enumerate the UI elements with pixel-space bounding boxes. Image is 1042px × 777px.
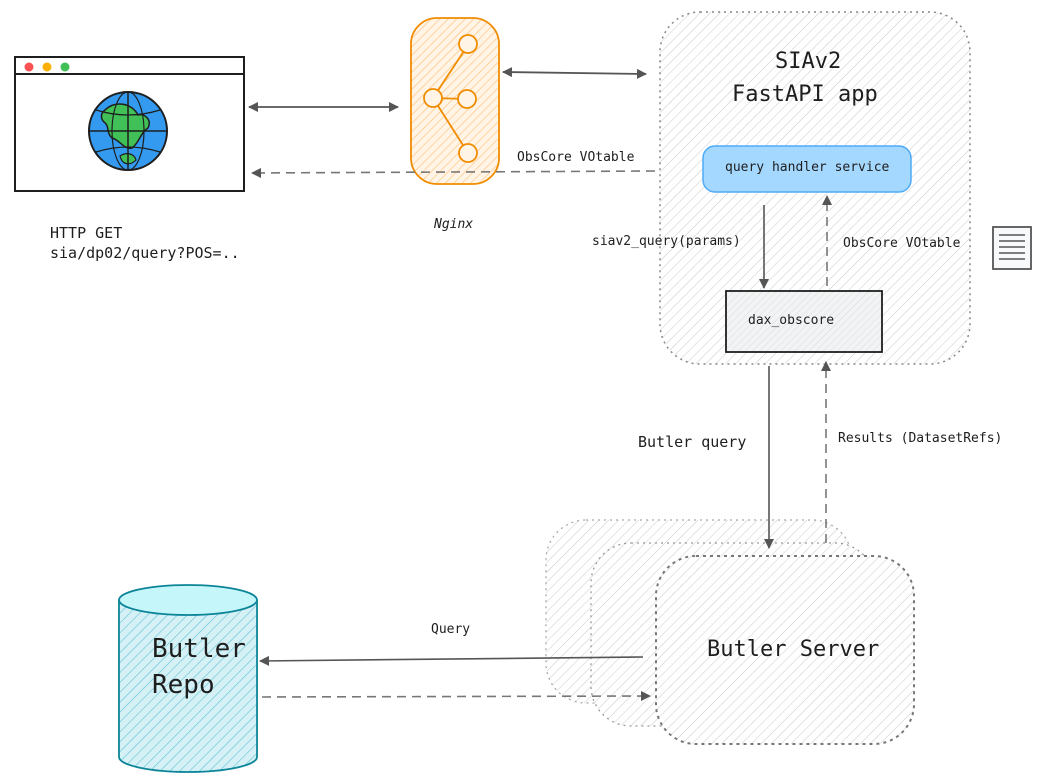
browser-window-icon (14, 56, 245, 192)
butler-query-label: Butler query (638, 433, 747, 451)
app-title-line2: FastAPI app (732, 82, 878, 107)
window-close-dot (24, 62, 34, 72)
query-handler-label: query handler service (725, 160, 890, 175)
nginx-app-arrow (502, 67, 647, 79)
dax-obscore-label: dax_obscore (748, 313, 835, 328)
app-title-line1: SIAv2 (775, 49, 842, 74)
nginx-label: Nginx (434, 217, 474, 232)
database-cylinder-icon (118, 584, 258, 773)
results-label: Results (DatasetRefs) (838, 431, 1003, 446)
http-get-path: sia/dp02/query?POS=.. (50, 244, 240, 262)
butler-server-stack (545, 519, 915, 745)
siav2-query-label: siav2_query(params) (592, 234, 741, 249)
votable-return-arrow (251, 167, 656, 178)
obscore-votable-return-label: ObsCore VOtable (517, 150, 635, 165)
dax-obscore-box (725, 290, 883, 353)
http-get-label: HTTP GET (50, 224, 123, 242)
query-handler-service-box (702, 145, 912, 193)
query-label: Query (431, 622, 471, 637)
document-icon (992, 226, 1032, 270)
butler-server-label: Butler Server (707, 637, 880, 662)
globe-icon (88, 91, 168, 171)
obscore-votable-internal-label: ObsCore VOtable (843, 236, 961, 251)
repo-return-arrow (261, 691, 651, 702)
butler-repo-label-line1: Butler (152, 634, 246, 664)
nginx-share-icon (410, 17, 500, 185)
window-minimize-dot (42, 62, 52, 72)
query-arrow (259, 655, 644, 666)
butler-repo-label-line2: Repo (152, 670, 215, 700)
window-maximize-dot (60, 62, 70, 72)
